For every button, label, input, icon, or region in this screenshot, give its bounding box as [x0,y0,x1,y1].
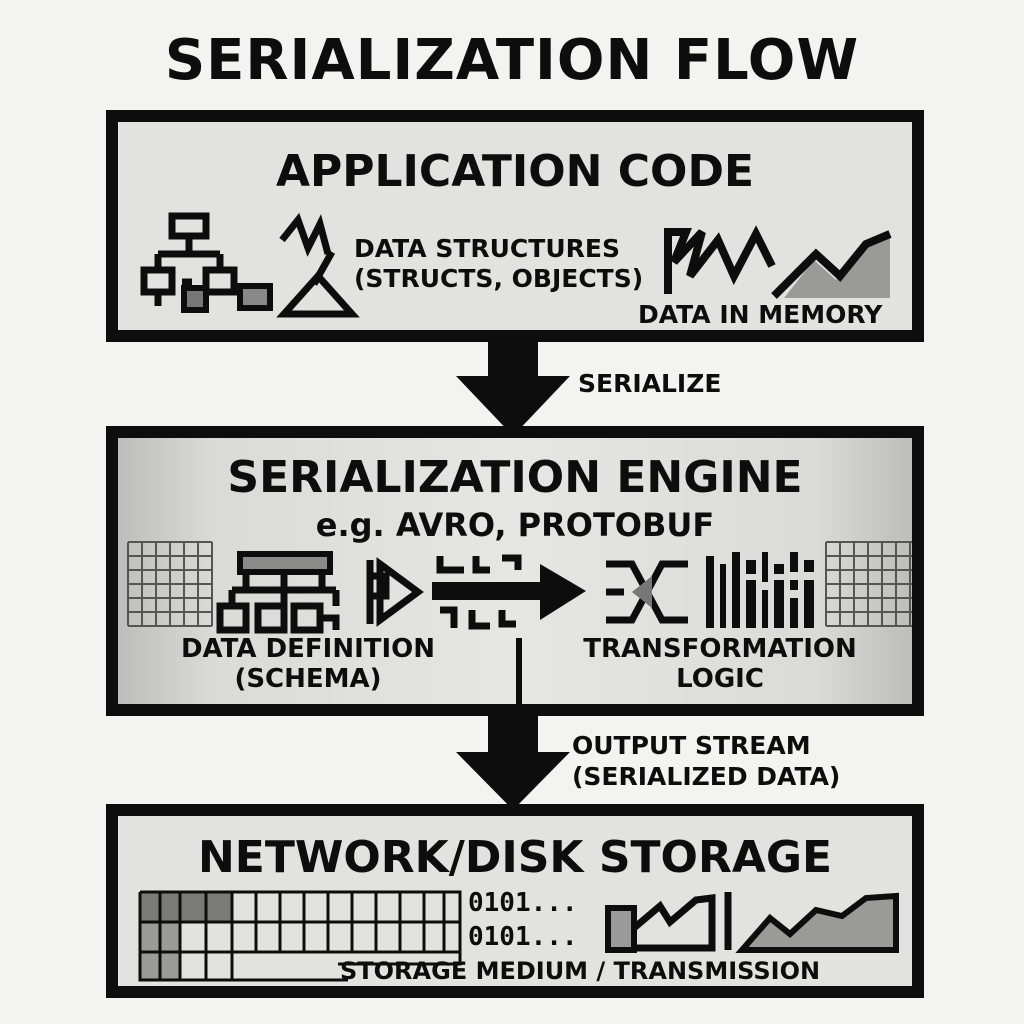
zigzag-triangle-icon [276,212,360,318]
storage-grid-icon [138,890,462,982]
schema-tree-icon [216,551,340,634]
network-disk-storage-box: NETWORK/DISK STORAGE 0101... 0101... STO… [106,804,924,998]
serialization-engine-box: SERIALIZATION ENGINE e.g. AVRO, PROTOBUF [106,426,924,716]
binary-stream-text: 0101... 0101... [468,888,578,952]
transformation-logic-label: TRANSFORMATION LOGIC [583,634,857,694]
application-code-heading: APPLICATION CODE [275,146,755,197]
serialize-label: SERIALIZE [578,369,722,398]
schema-arrow-icon [366,557,424,627]
left-grid-icon [127,541,213,627]
transmission-wave-icon [605,892,899,953]
output-stream-label: OUTPUT STREAM (SERIALIZED DATA) [572,731,841,791]
arrow-serialize [456,342,570,436]
page-title: SERIALIZATION FLOW [164,28,860,93]
transform-arrow-icon [432,554,586,630]
serialization-engine-heading: SERIALIZATION ENGINE [227,452,803,503]
data-in-memory-label: DATA IN MEMORY [638,300,883,329]
engine-connector-line [516,638,522,716]
tree-structure-icon [140,212,238,313]
storage-medium-label: STORAGE MEDIUM / TRANSMISSION [340,957,821,985]
memory-wave-icon [664,225,892,299]
arrow-output-stream [456,716,570,810]
barcode-icon [706,552,814,628]
engine-examples-subheading: e.g. AVRO, PROTOBUF [315,506,715,544]
right-grid-icon [825,541,912,627]
data-definition-label: DATA DEFINITION (SCHEMA) [180,634,436,694]
network-disk-storage-heading: NETWORK/DISK STORAGE [197,832,833,883]
data-structures-label: DATA STRUCTURES (STRUCTS, OBJECTS) [354,234,644,293]
small-node-icon [237,283,273,311]
x-transform-icon [606,560,688,624]
application-code-box: APPLICATION CODE DATA STRUCTURES (STRUCT… [106,110,924,342]
